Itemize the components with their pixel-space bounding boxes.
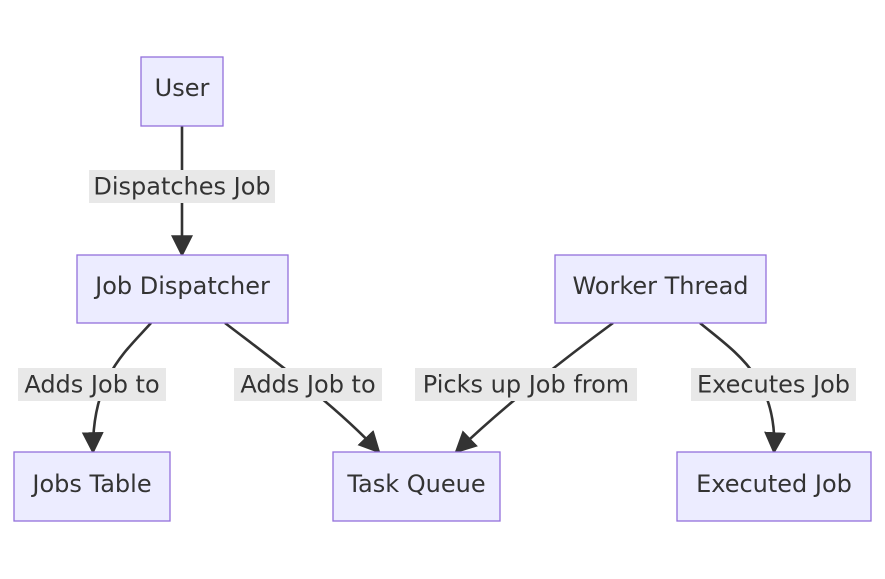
edge-label-text: Picks up Job from — [423, 371, 629, 399]
node-label: Worker Thread — [572, 272, 748, 300]
node-executed-job[interactable]: Executed Job — [676, 451, 872, 522]
node-label: Job Dispatcher — [93, 272, 270, 300]
node-label: Executed Job — [696, 470, 852, 498]
node-label: Task Queue — [346, 470, 485, 498]
node-jobs-table[interactable]: Jobs Table — [13, 451, 171, 522]
node-worker-thread[interactable]: Worker Thread — [554, 254, 767, 324]
node-user[interactable]: User — [140, 56, 224, 127]
edge-label-text: Adds Job to — [240, 371, 375, 399]
edge-label-text: Executes Job — [697, 371, 850, 399]
node-job-dispatcher[interactable]: Job Dispatcher — [76, 254, 289, 324]
edge-label-executes-job: Executes Job — [691, 368, 856, 401]
node-label: User — [155, 74, 210, 102]
edge-label-text: Adds Job to — [24, 371, 159, 399]
node-task-queue[interactable]: Task Queue — [332, 451, 501, 522]
edge-label-adds-job-to-jobs-table: Adds Job to — [18, 368, 166, 401]
edge-label-picks-up-job-from: Picks up Job from — [415, 368, 637, 401]
edge-label-adds-job-to-task-queue: Adds Job to — [234, 368, 382, 401]
edge-label-dispatches-job: Dispatches Job — [89, 170, 275, 203]
node-label: Jobs Table — [30, 470, 151, 498]
edge-labels: Dispatches Job Adds Job to Adds Job to P… — [18, 170, 856, 401]
edge-label-text: Dispatches Job — [93, 173, 270, 201]
nodes: User Job Dispatcher Worker Thread Jobs T… — [13, 56, 872, 522]
